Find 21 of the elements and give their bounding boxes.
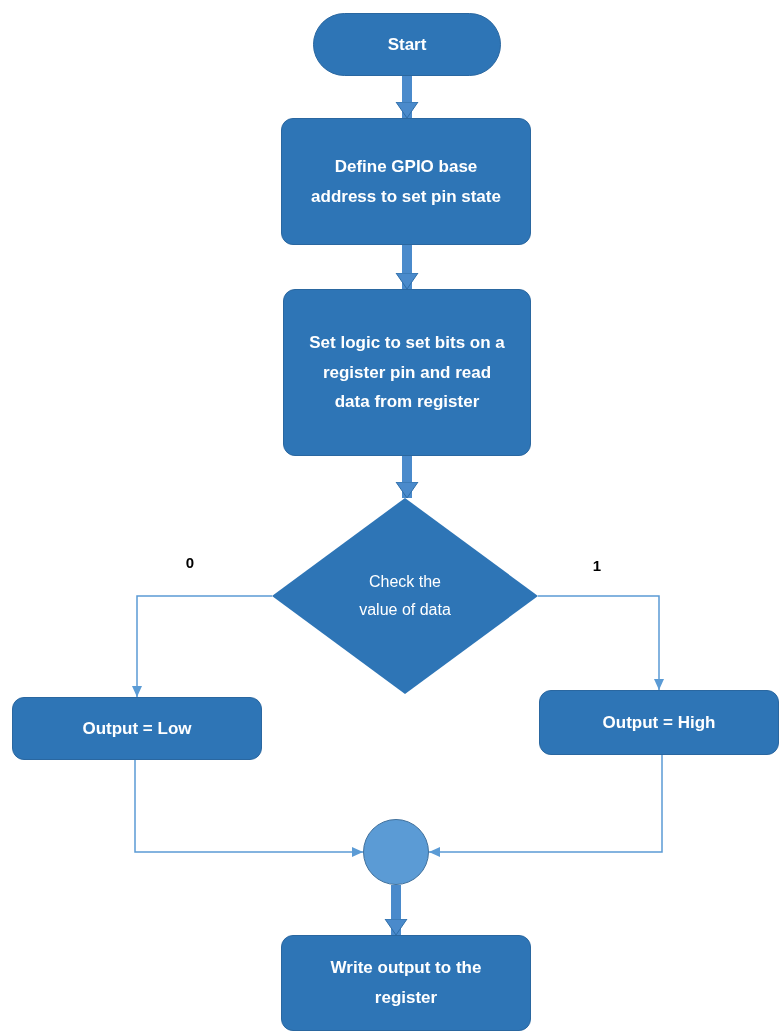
block-arrow bbox=[384, 885, 408, 936]
block-arrow bbox=[395, 76, 419, 119]
node-text: Write output to the register bbox=[329, 957, 483, 1009]
node-text: Define GPIO base address to set pin state bbox=[310, 155, 502, 208]
node-text: Output = Low bbox=[81, 717, 193, 740]
block-arrow bbox=[395, 456, 419, 499]
node-text: Set logic to set bits on a register pin and read data from register bbox=[308, 331, 506, 414]
connector-arrow bbox=[428, 754, 663, 857]
node-text: Output = High bbox=[601, 711, 717, 734]
node-text: Check the value of data bbox=[358, 572, 452, 620]
connector-arrow bbox=[134, 759, 364, 857]
process-box bbox=[281, 935, 531, 1031]
node-text: Start bbox=[386, 33, 428, 56]
process-box bbox=[283, 289, 531, 456]
connector-arrow bbox=[537, 595, 664, 691]
connector-arrow bbox=[132, 595, 273, 698]
process-box bbox=[281, 118, 531, 245]
process-box bbox=[12, 697, 262, 760]
block-arrow bbox=[395, 245, 419, 290]
decision-diamond bbox=[272, 498, 538, 694]
process-box bbox=[539, 690, 779, 755]
